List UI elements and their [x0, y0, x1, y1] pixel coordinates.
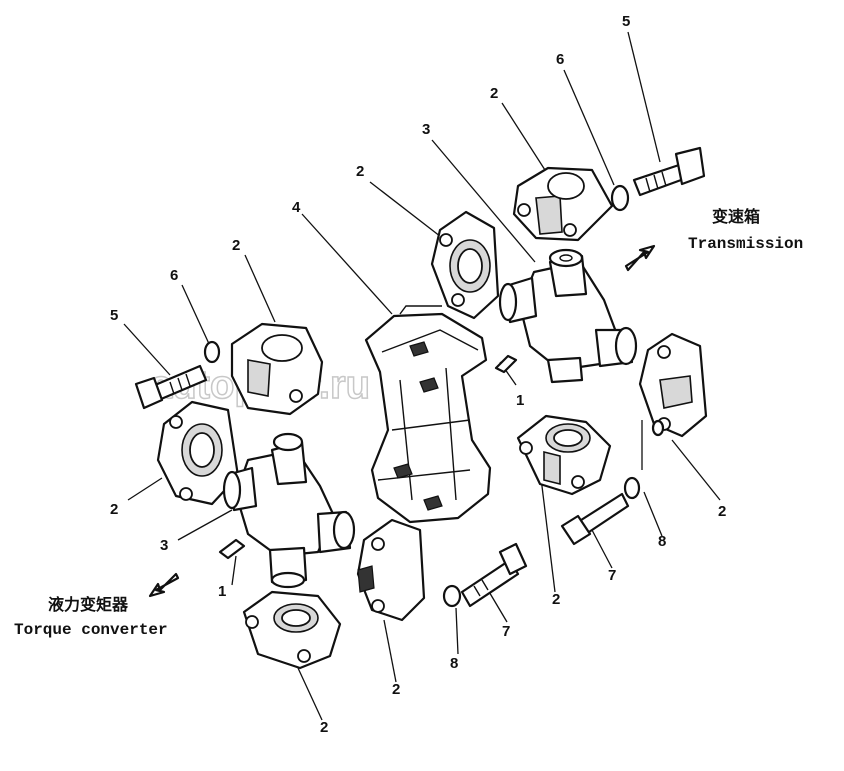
callout-3-top: 3	[422, 121, 430, 138]
leader-lines	[123, 31, 721, 721]
bearing-cap-top	[512, 166, 614, 242]
callout-2-left: 2	[110, 501, 118, 518]
washer-lower-center	[442, 584, 462, 608]
callout-2-lower-center: 2	[392, 681, 400, 698]
direction-labels: 变速箱 Transmission 液力变矩器 Torque converter	[14, 207, 803, 639]
callout-5-left: 5	[110, 307, 118, 324]
bearing-cap-left	[156, 400, 240, 506]
washer-left	[203, 340, 221, 364]
callout-2-lower-right: 2	[552, 591, 560, 608]
bolt-top	[632, 146, 706, 197]
torque-converter-label-cn: 液力变矩器	[48, 595, 129, 614]
driveshaft-yoke-housing	[364, 305, 492, 524]
callout-2-bottom: 2	[320, 719, 328, 736]
callout-5-top: 5	[622, 13, 630, 30]
callout-2-upper-center: 2	[356, 163, 364, 180]
bolt-left	[134, 364, 208, 410]
grease-fitting-lower	[218, 538, 246, 560]
bearing-cap-upper-left	[230, 322, 324, 416]
transmission-label-en: Transmission	[688, 235, 803, 253]
callout-6-top: 6	[556, 51, 564, 68]
arrow-to-torque-converter-icon	[148, 572, 180, 598]
bolt-lower-center	[460, 542, 528, 608]
callout-8-right: 8	[658, 533, 666, 550]
bearing-cap-lower-center	[356, 518, 426, 622]
callout-3-left: 3	[160, 537, 168, 554]
bearing-cap-upper-center	[430, 210, 500, 320]
callout-8-center: 8	[450, 655, 458, 672]
callout-2-upper-left: 2	[232, 237, 240, 254]
washer-lower-right	[623, 476, 641, 500]
universal-joint-spider-top	[498, 248, 638, 384]
bolt-lower-right	[560, 492, 630, 546]
universal-joint-spider-left	[222, 432, 356, 589]
torque-converter-label-en: Torque converter	[14, 621, 168, 639]
bearing-cap-lower-right	[516, 414, 612, 496]
callout-numbers: 5 6 2 3 2 4 2 6 5 1 2 3 1 2 2 2 2 7 8 8 …	[110, 13, 726, 736]
washer-top	[610, 184, 630, 212]
callout-4: 4	[292, 199, 301, 216]
grease-fitting-upper	[494, 354, 518, 374]
callout-2-right: 2	[718, 503, 726, 520]
callout-6-left: 6	[170, 267, 178, 284]
callout-2-top: 2	[490, 85, 498, 102]
arrow-to-transmission-icon	[624, 244, 656, 272]
callout-1-upper: 1	[516, 392, 524, 409]
callout-7-right: 7	[608, 567, 616, 584]
bearing-cap-bottom	[242, 590, 342, 670]
callout-1-lower: 1	[218, 583, 226, 600]
bearing-cap-right	[638, 332, 708, 438]
transmission-label-cn: 变速箱	[712, 207, 760, 226]
callout-7-center: 7	[502, 623, 510, 640]
